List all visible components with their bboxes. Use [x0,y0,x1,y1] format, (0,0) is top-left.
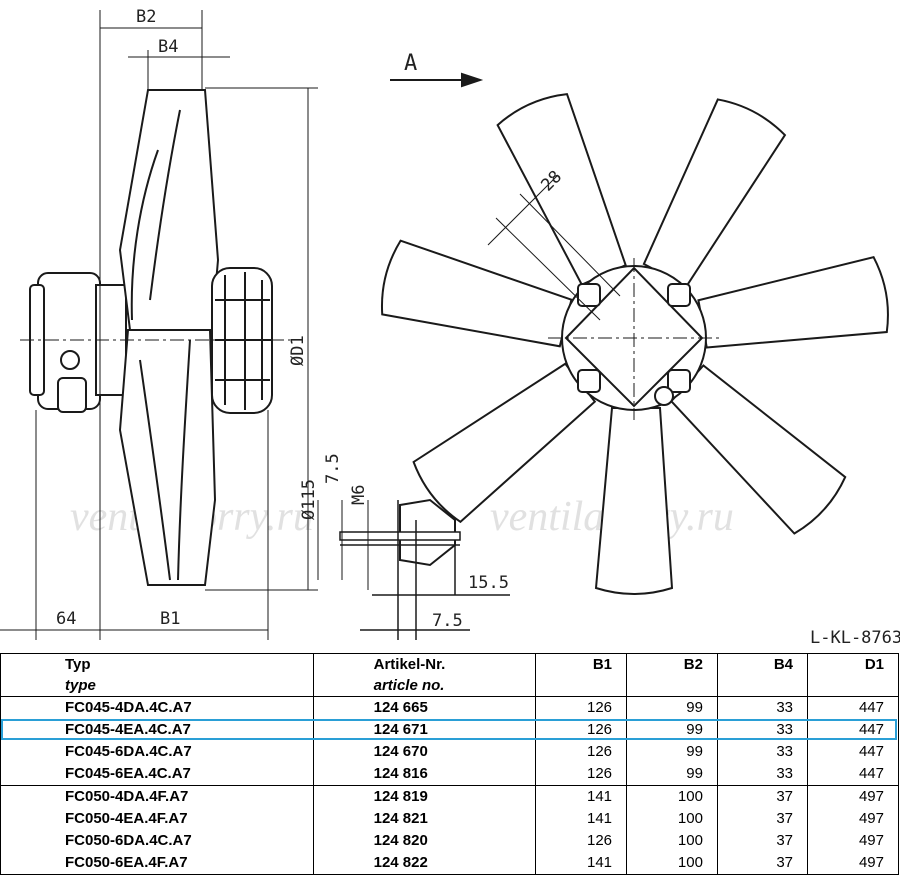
drawing-number: L-KL-8763 [810,628,900,648]
cell-type: FC050-6EA.4F.A7 [0,852,314,875]
cell-type: FC045-4DA.4C.A7 [0,696,314,719]
cell-article: 124 822 [312,852,536,875]
label-m6: M6 [349,485,369,505]
cell-b1: 141 [535,808,627,830]
col-header-type: Typ [0,653,314,675]
cell-b4: 37 [716,852,808,875]
cell-b4: 33 [716,696,808,719]
col-subheader-article: article no. [312,675,536,697]
label-view-a: A [404,51,417,76]
fan-blade [380,239,573,348]
label-d115: Ø115 [299,479,319,520]
label-64: 64 [56,609,76,629]
label-15-5: 15.5 [468,573,509,593]
cell-b4: 37 [716,808,808,830]
cell-d1: 497 [807,808,899,830]
cell-article: 124 820 [312,830,536,852]
cell-b2: 100 [626,808,718,830]
cell-d1: 447 [807,719,899,741]
cell-type: FC050-6DA.4C.A7 [0,830,314,852]
cell-d1: 497 [807,830,899,852]
cell-b2: 99 [626,696,718,719]
cell-b2: 99 [626,719,718,741]
col-subheader-type: type [0,675,314,697]
blade-upper [118,89,220,331]
cell-article: 124 665 [312,696,536,719]
col-header-b2: B2 [626,653,718,675]
label-b2: B2 [136,7,156,27]
cell-d1: 447 [807,741,899,763]
cell-article: 124 670 [312,741,536,763]
cell-type: FC045-4EA.4C.A7 [0,719,314,741]
cell-b4: 33 [716,741,808,763]
fan-blade [594,407,674,595]
fan-front-view [380,93,889,595]
cell-type: FC050-4DA.4F.A7 [0,785,314,808]
cell-b2: 99 [626,741,718,763]
label-b1: B1 [160,609,180,629]
cell-b2: 99 [626,763,718,786]
cell-b2: 100 [626,830,718,852]
blade-lower [118,329,217,586]
cell-d1: 447 [807,696,899,719]
cell-type: FC050-4EA.4F.A7 [0,808,314,830]
cell-b4: 37 [716,785,808,808]
col-header-b1: B1 [535,653,627,675]
cell-b1: 126 [535,741,627,763]
cell-article: 124 821 [312,808,536,830]
hub-front [548,258,720,420]
col-header-article: Artikel-Nr. [312,653,536,675]
cell-article: 124 671 [312,719,536,741]
side-view [20,89,290,586]
fan-blade [496,93,627,286]
cell-b2: 100 [626,785,718,808]
cell-b1: 126 [535,763,627,786]
view-arrow [390,72,484,88]
cell-b4: 33 [716,763,808,786]
cell-d1: 497 [807,852,899,875]
label-d1: ØD1 [288,335,308,366]
cell-article: 124 816 [312,763,536,786]
fan-blade [642,98,787,288]
cell-b1: 126 [535,830,627,852]
col-header-b4: B4 [716,653,808,675]
fan-blade [412,362,597,524]
cell-b2: 100 [626,852,718,875]
technical-drawing: ventilatorry.ru ventilatorry.ru [0,7,900,648]
cell-article: 124 819 [312,785,536,808]
cell-d1: 447 [807,763,899,786]
fan-blade [669,364,847,535]
shaft-detail [339,498,510,640]
label-7-5-vertical: 7.5 [323,453,343,484]
cell-d1: 497 [807,785,899,808]
cell-type: FC045-6EA.4C.A7 [0,763,314,786]
cell-b1: 141 [535,785,627,808]
cell-b1: 141 [535,852,627,875]
col-header-d1: D1 [807,653,899,675]
cell-b1: 126 [535,696,627,719]
spec-table: Typ Artikel-Nr. B1 B2 B4 D1 type article… [0,653,899,875]
cell-b4: 37 [716,830,808,852]
label-b4: B4 [158,37,178,57]
label-7-5-horizontal: 7.5 [432,611,463,631]
cell-b1: 126 [535,719,627,741]
cell-type: FC045-6DA.4C.A7 [0,741,314,763]
fan-blade [697,256,889,349]
cell-b4: 33 [716,719,808,741]
